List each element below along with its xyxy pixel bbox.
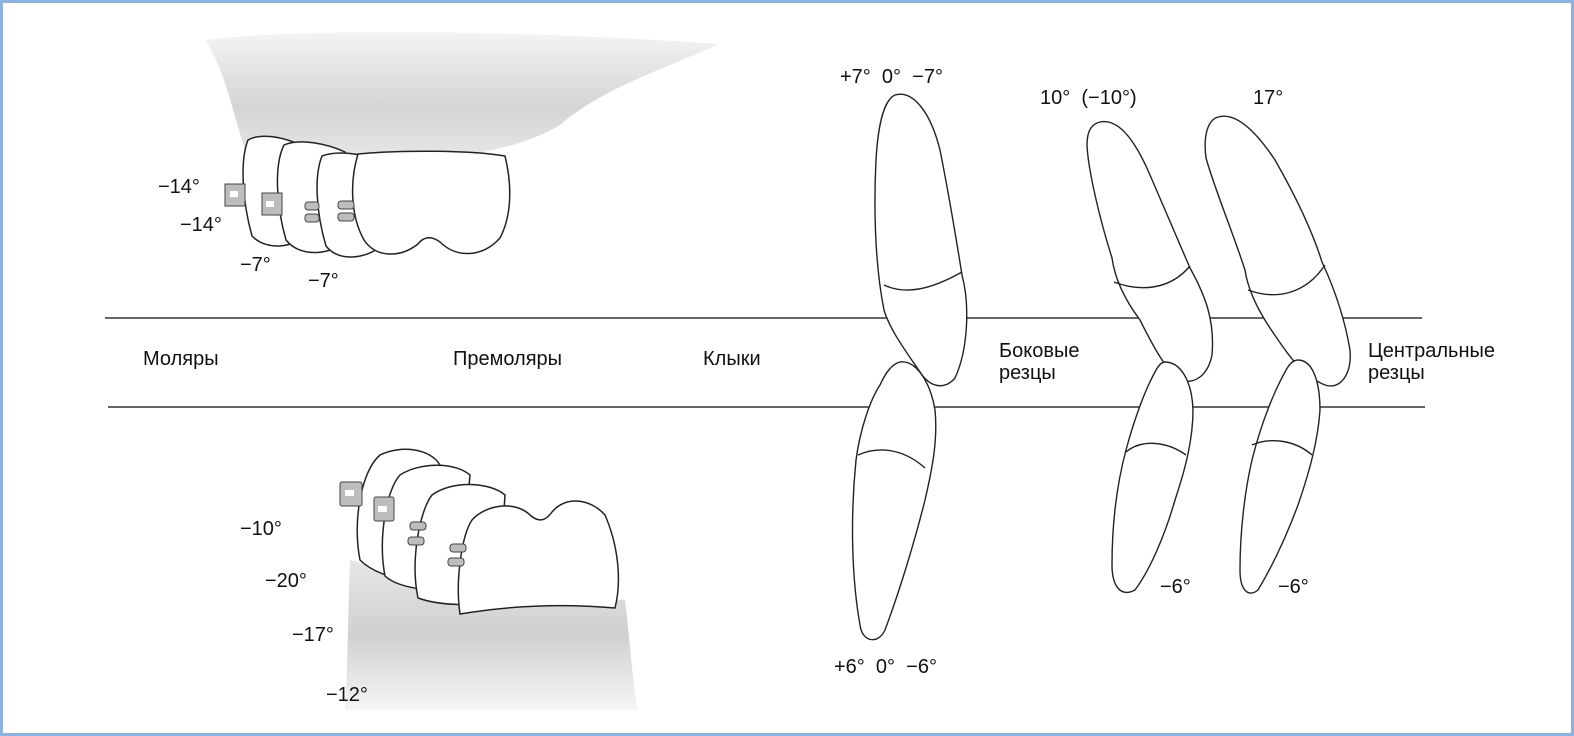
lower-central-incisor	[1239, 359, 1321, 594]
lower-brackets	[339, 481, 467, 567]
lower-lateral-incisor	[1111, 361, 1194, 593]
lower-canine-angles: +6° 0° −6°	[834, 656, 937, 678]
upper-posterior-teeth	[242, 135, 511, 258]
label-premolars: Премоляры	[453, 348, 563, 370]
upper-gum-shade	[205, 32, 720, 160]
lower-premolar-1-angle: −17°	[292, 624, 334, 646]
upper-molar-2-angle: −14°	[180, 214, 222, 236]
lower-molar-1-angle: −10°	[240, 518, 282, 540]
upper-canine-angles: +7° 0° −7°	[840, 66, 943, 88]
upper-central-incisor	[1204, 115, 1351, 387]
upper-premolar-2-bracket	[337, 200, 355, 210]
upper-brackets	[224, 183, 355, 223]
upper-canine	[874, 93, 968, 387]
label-canines: Клыки	[703, 348, 761, 370]
upper-premolar-1-bracket	[304, 201, 320, 211]
lower-canine	[851, 361, 937, 641]
upper-central-angle: 17°	[1253, 87, 1284, 109]
upper-premolar-1-angle: −7°	[240, 254, 271, 276]
label-central-incisors: Центральные резцы	[1368, 340, 1496, 384]
label-molars: Моляры	[143, 348, 219, 370]
upper-premolar-2-crown	[351, 150, 511, 255]
lower-premolar-1-bracket	[409, 521, 427, 531]
lower-premolar-2-crown	[457, 500, 620, 615]
lower-central-angle: −6°	[1278, 576, 1309, 598]
label-lateral-incisors: Боковые резцы	[999, 340, 1080, 384]
lower-premolar-2-angle: −12°	[326, 684, 368, 706]
lower-molar-2-angle: −20°	[265, 570, 307, 592]
upper-lateral-angle: 10° (−10°)	[1040, 87, 1137, 109]
lower-lateral-angle: −6°	[1160, 576, 1191, 598]
upper-premolar-2-angle: −7°	[308, 270, 339, 292]
lower-premolar-2-bracket	[449, 543, 467, 553]
upper-molar-1-angle: −14°	[158, 176, 200, 198]
